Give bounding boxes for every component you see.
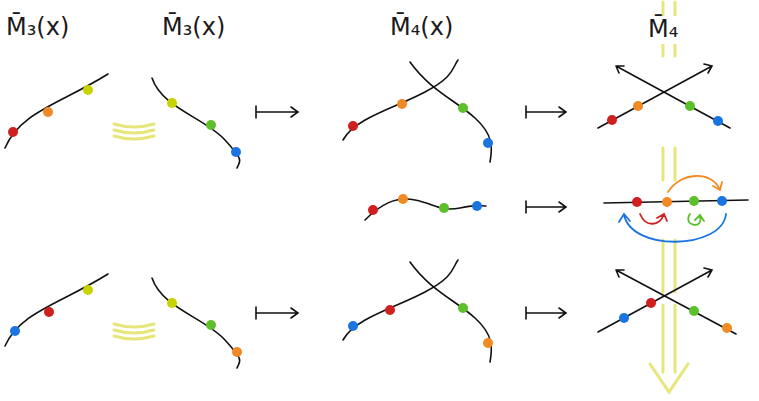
point xyxy=(662,197,672,207)
point xyxy=(689,196,699,206)
curves xyxy=(5,60,748,368)
line xyxy=(598,64,712,128)
curve xyxy=(5,74,108,148)
point xyxy=(206,320,216,330)
maps-to-arrow xyxy=(256,307,298,319)
yellow-strokes xyxy=(114,2,688,392)
point xyxy=(632,197,642,207)
point xyxy=(167,98,177,108)
curve xyxy=(152,278,240,368)
point xyxy=(717,196,727,206)
point xyxy=(10,326,20,336)
point xyxy=(348,121,358,131)
curve xyxy=(410,62,491,162)
marked-points xyxy=(8,85,732,357)
space-label: M̄₄ xyxy=(646,16,680,44)
maps-to-arrow xyxy=(526,307,566,319)
point xyxy=(206,120,216,130)
point xyxy=(348,321,358,331)
glue-mark xyxy=(114,324,154,339)
maps-to-arrow xyxy=(526,106,566,118)
point xyxy=(43,107,53,117)
point xyxy=(607,115,617,125)
point xyxy=(83,85,93,95)
maps-to-arrow xyxy=(256,106,298,118)
curve xyxy=(152,78,240,168)
green-arrow xyxy=(688,214,704,225)
curve xyxy=(343,60,458,140)
point xyxy=(483,138,493,148)
point xyxy=(689,306,699,316)
point xyxy=(713,116,723,126)
point xyxy=(619,313,629,323)
line xyxy=(598,268,712,332)
double-line xyxy=(663,148,675,180)
curve xyxy=(5,274,108,346)
point xyxy=(398,194,408,204)
curve xyxy=(410,262,491,362)
point xyxy=(83,285,93,295)
point xyxy=(397,99,407,109)
point xyxy=(232,347,242,357)
curve xyxy=(343,260,458,340)
space-label: M̄₃(x) xyxy=(4,14,71,42)
line xyxy=(616,270,736,334)
point xyxy=(44,307,54,317)
point xyxy=(368,205,378,215)
line xyxy=(616,66,730,128)
point xyxy=(231,147,241,157)
double-line xyxy=(663,240,675,292)
orange-arrow xyxy=(668,176,722,192)
point xyxy=(385,305,395,315)
point xyxy=(483,338,493,348)
curve xyxy=(365,199,486,220)
space-label: M̄₃(x) xyxy=(160,14,227,42)
point xyxy=(722,323,732,333)
point xyxy=(633,101,643,111)
red-arrow xyxy=(640,214,667,224)
maps-to-arrow xyxy=(526,201,566,213)
permutation-arrows xyxy=(619,176,726,242)
implies-arrow xyxy=(650,305,688,392)
point xyxy=(8,127,18,137)
point xyxy=(646,298,656,308)
blue-arrow xyxy=(619,214,726,242)
point xyxy=(458,303,468,313)
point xyxy=(458,103,468,113)
point xyxy=(167,298,177,308)
glue-mark xyxy=(114,124,154,139)
point xyxy=(685,101,695,111)
point xyxy=(472,201,482,211)
space-label: M̄₄(x) xyxy=(388,14,455,42)
point xyxy=(439,203,449,213)
